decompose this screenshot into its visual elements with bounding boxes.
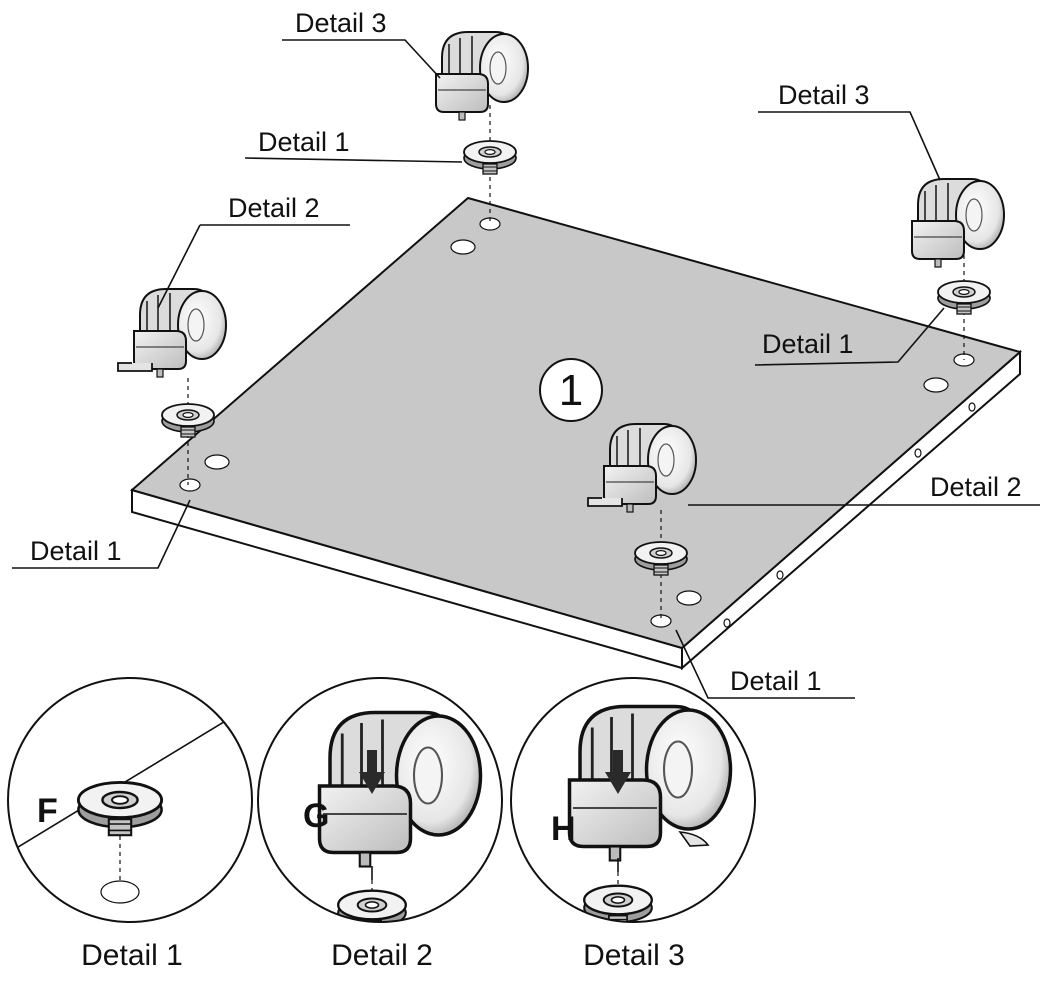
callout-top-caster: Detail 3 (295, 8, 387, 38)
callout-left-caster: Detail 2 (228, 193, 320, 223)
hole-top-cam (450, 239, 476, 255)
callout-top-washer: Detail 1 (258, 127, 350, 157)
insert-washer-top (463, 140, 517, 175)
step-badge: 1 (539, 358, 603, 422)
hole-front-cam (676, 590, 702, 606)
caster-top (435, 31, 529, 121)
hole-left (179, 478, 201, 492)
callout-front-washer: Detail 1 (730, 666, 822, 696)
caster-left (118, 289, 226, 377)
panel-top-surface (129, 196, 1023, 650)
insert-washer-right (937, 280, 991, 315)
hole-left-cam (204, 454, 230, 470)
detail-circle-h: H (510, 677, 756, 923)
edge-hole (968, 402, 976, 412)
detail-circle-g: G (257, 677, 503, 923)
leader-lines (12, 39, 1040, 699)
step-number: 1 (559, 366, 583, 415)
edge-hole (723, 618, 731, 628)
detail-caption-3: Detail 3 (583, 939, 685, 972)
callout-left-washer: Detail 1 (30, 536, 122, 566)
hole-right-cam (923, 377, 949, 393)
callout-center-caster: Detail 2 (930, 472, 1022, 502)
panel (129, 196, 1023, 671)
callout-right-caster: Detail 3 (778, 80, 870, 110)
detail-letter-g: G (303, 797, 329, 835)
detail-circle-f: F (7, 677, 253, 923)
callout-right-washer: Detail 1 (762, 329, 854, 359)
detail-letter-f: F (37, 792, 58, 830)
edge-hole (914, 448, 922, 458)
caster-right (911, 178, 1005, 268)
edge-hole (776, 570, 784, 580)
detail-caption-1: Detail 1 (81, 939, 183, 972)
detail-caption-2: Detail 2 (331, 939, 433, 972)
detail-letter-h: H (551, 810, 576, 848)
